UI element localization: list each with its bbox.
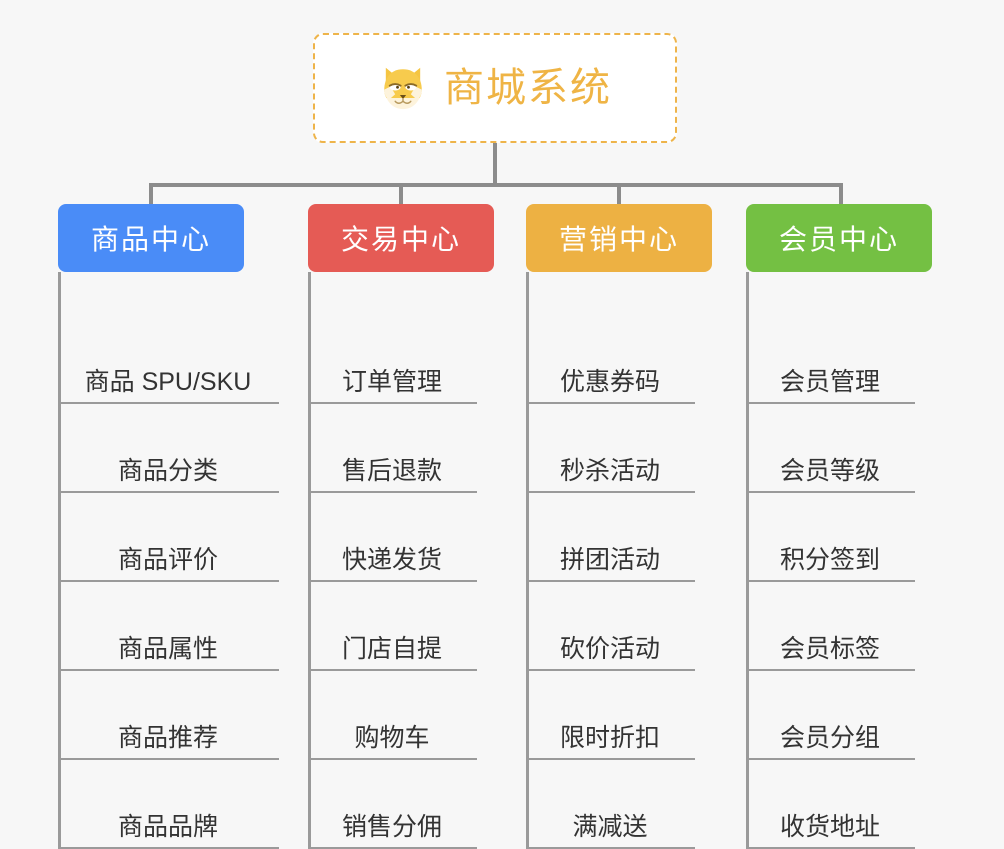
list-item[interactable]: 销售分佣 <box>311 760 477 849</box>
list-item-label: 限时折扣 <box>559 723 660 752</box>
category-item-list-3: 优惠券码 秒杀活动 拼团活动 砍价活动 限时折扣 满减送 <box>526 272 712 849</box>
list-item-label: 销售分佣 <box>341 812 442 841</box>
root-node-label: 商城系统 <box>444 66 612 110</box>
list-item[interactable]: 优惠券码 <box>529 272 695 404</box>
list-item-label: 售后退款 <box>341 456 442 485</box>
list-item-label: 快递发货 <box>341 545 442 574</box>
list-item-label: 商品品牌 <box>117 812 218 841</box>
list-item-label: 商品属性 <box>117 634 218 663</box>
root-node[interactable]: 商城系统 <box>313 33 677 143</box>
list-item-label: 积分签到 <box>779 545 880 574</box>
list-item[interactable]: 拼团活动 <box>529 493 695 582</box>
list-item-label: 会员标签 <box>779 634 880 663</box>
list-item[interactable]: 商品评价 <box>61 493 279 582</box>
category-header-label: 营销中心 <box>558 224 679 255</box>
list-item-label: 购物车 <box>354 723 430 752</box>
list-item[interactable]: 商品品牌 <box>61 760 279 849</box>
category-item-list-4: 会员管理 会员等级 积分签到 会员标签 会员分组 收货地址 <box>746 272 932 849</box>
list-item-label: 商品分类 <box>117 456 218 485</box>
list-item[interactable]: 积分签到 <box>749 493 915 582</box>
connector-drop-category-4 <box>839 183 843 204</box>
category-column-2: 交易中心 订单管理 售后退款 快递发货 门店自提 购物车 销售分佣 <box>308 204 494 849</box>
category-item-list-2: 订单管理 售后退款 快递发货 门店自提 购物车 销售分佣 <box>308 272 494 849</box>
list-item[interactable]: 售后退款 <box>311 404 477 493</box>
connector-root-stem <box>493 143 497 186</box>
list-item-label: 订单管理 <box>341 367 442 396</box>
list-item[interactable]: 订单管理 <box>311 272 477 404</box>
list-item-label: 会员等级 <box>779 456 880 485</box>
list-item[interactable]: 会员等级 <box>749 404 915 493</box>
list-item-label: 收货地址 <box>779 812 880 841</box>
category-header-label: 交易中心 <box>340 224 461 255</box>
list-item[interactable]: 会员管理 <box>749 272 915 404</box>
category-column-3: 营销中心 优惠券码 秒杀活动 拼团活动 砍价活动 限时折扣 满减送 <box>526 204 712 849</box>
connector-drop-category-2 <box>399 183 403 204</box>
list-item[interactable]: 门店自提 <box>311 582 477 671</box>
connector-drop-category-1 <box>149 183 153 204</box>
shiba-dog-face-icon <box>384 67 422 110</box>
category-header-1[interactable]: 商品中心 <box>58 204 244 272</box>
list-item[interactable]: 满减送 <box>529 760 695 849</box>
list-item-label: 拼团活动 <box>559 545 660 574</box>
category-column-4: 会员中心 会员管理 会员等级 积分签到 会员标签 会员分组 收货地址 <box>746 204 932 849</box>
list-item-label: 秒杀活动 <box>559 456 660 485</box>
connector-drop-category-3 <box>617 183 621 204</box>
list-item[interactable]: 砍价活动 <box>529 582 695 671</box>
list-item[interactable]: 限时折扣 <box>529 671 695 760</box>
category-column-1: 商品中心 商品 SPU/SKU 商品分类 商品评价 商品属性 商品推荐 商品品牌 <box>58 204 279 849</box>
list-item[interactable]: 快递发货 <box>311 493 477 582</box>
category-header-2[interactable]: 交易中心 <box>308 204 494 272</box>
category-item-list-1: 商品 SPU/SKU 商品分类 商品评价 商品属性 商品推荐 商品品牌 <box>58 272 279 849</box>
list-item[interactable]: 收货地址 <box>749 760 915 849</box>
list-item-label: 会员分组 <box>779 723 880 752</box>
list-item[interactable]: 商品分类 <box>61 404 279 493</box>
list-item[interactable]: 秒杀活动 <box>529 404 695 493</box>
list-item[interactable]: 会员标签 <box>749 582 915 671</box>
list-item[interactable]: 会员分组 <box>749 671 915 760</box>
list-item-label: 商品评价 <box>117 545 218 574</box>
list-item[interactable]: 商品属性 <box>61 582 279 671</box>
list-item[interactable]: 商品 SPU/SKU <box>61 272 279 404</box>
list-item[interactable]: 购物车 <box>311 671 477 760</box>
list-item-label: 优惠券码 <box>559 367 660 396</box>
list-item-label: 商品推荐 <box>117 723 218 752</box>
category-header-4[interactable]: 会员中心 <box>746 204 932 272</box>
list-item-label: 商品 SPU/SKU <box>84 367 252 396</box>
list-item[interactable]: 商品推荐 <box>61 671 279 760</box>
category-header-label: 会员中心 <box>778 224 899 255</box>
list-item-label: 会员管理 <box>779 367 880 396</box>
category-header-label: 商品中心 <box>90 224 211 255</box>
connector-horizontal-bus <box>149 183 843 187</box>
list-item-label: 砍价活动 <box>559 634 660 663</box>
category-header-3[interactable]: 营销中心 <box>526 204 712 272</box>
list-item-label: 满减送 <box>572 812 648 841</box>
list-item-label: 门店自提 <box>341 634 442 663</box>
